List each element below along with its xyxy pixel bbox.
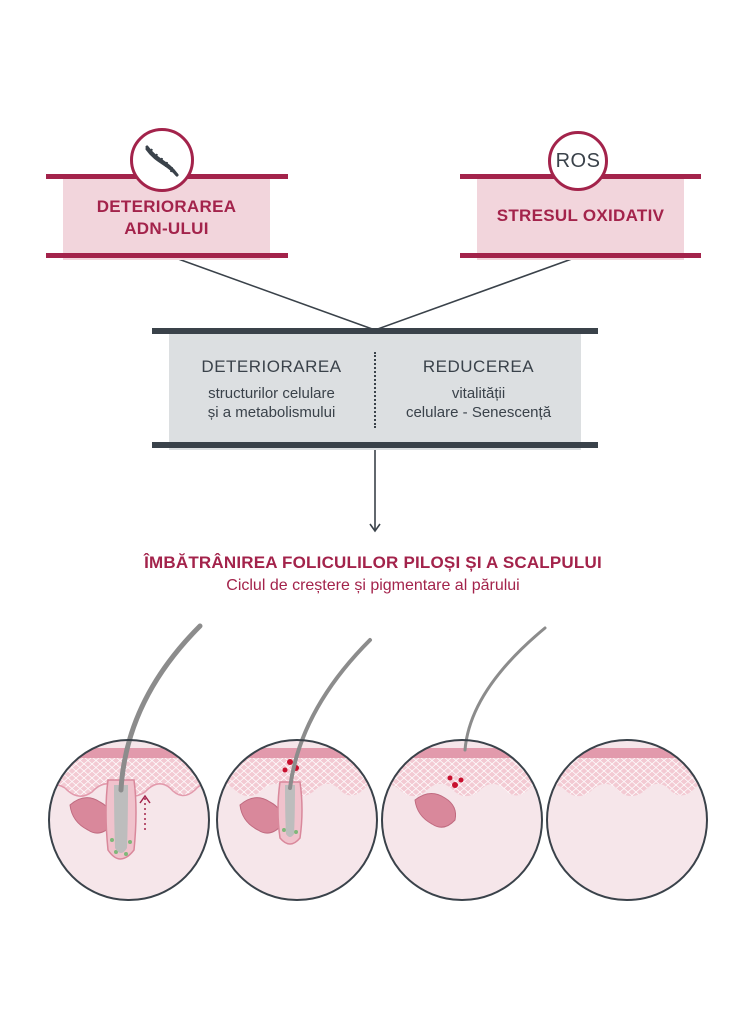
cellular-damage-box: DETERIORAREA structurilor celulare și a … bbox=[152, 328, 598, 450]
vitality-reduction-sub1: vitalității bbox=[451, 385, 506, 402]
oxidative-stress-bottom-bar bbox=[460, 253, 701, 258]
middle-divider bbox=[374, 352, 376, 428]
result-subtitle: Ciclul de creștere și pigmentare al păru… bbox=[226, 577, 520, 594]
stage-1-healthy-follicle bbox=[48, 623, 210, 901]
structure-damage-sub1: structurilor celulare bbox=[208, 385, 335, 402]
oxidative-stress-label: STRESUL OXIDATIV bbox=[496, 206, 665, 225]
connector-left bbox=[169, 255, 376, 331]
dna-damage-bottom-bar bbox=[46, 253, 288, 258]
ros-icon: ROS bbox=[548, 131, 608, 191]
cellular-damage-bottom-bar bbox=[152, 442, 598, 448]
dna-damage-label: DETERIORAREA ADN-ULUI bbox=[63, 188, 270, 248]
dna-damage-line2: ADN-ULUI bbox=[124, 219, 209, 238]
dna-icon-graphic bbox=[145, 145, 179, 177]
ros-icon-label: ROS bbox=[555, 149, 601, 172]
structure-damage-sub2: și a metabolismului bbox=[207, 404, 336, 421]
dna-icon bbox=[130, 128, 194, 192]
result-title: ÎMBĂTRÂNIREA FOLICULILOR PILOȘI ȘI A SCA… bbox=[144, 553, 602, 572]
follicle-stages bbox=[48, 623, 708, 901]
connector-right bbox=[374, 255, 581, 331]
vitality-reduction-heading: REDUCEREA bbox=[422, 357, 535, 376]
down-arrow-head bbox=[369, 523, 381, 533]
structure-damage-heading: DETERIORAREA bbox=[201, 357, 342, 376]
vitality-reduction-sub2: celulare - Senescență bbox=[405, 404, 552, 421]
stage-4-no-follicle bbox=[546, 739, 708, 901]
stage-2-aging-follicle bbox=[216, 638, 378, 901]
stage-3-miniaturized-follicle bbox=[381, 626, 547, 901]
cellular-damage-top-bar bbox=[152, 328, 598, 334]
dna-damage-line1: DETERIORAREA bbox=[96, 197, 237, 216]
